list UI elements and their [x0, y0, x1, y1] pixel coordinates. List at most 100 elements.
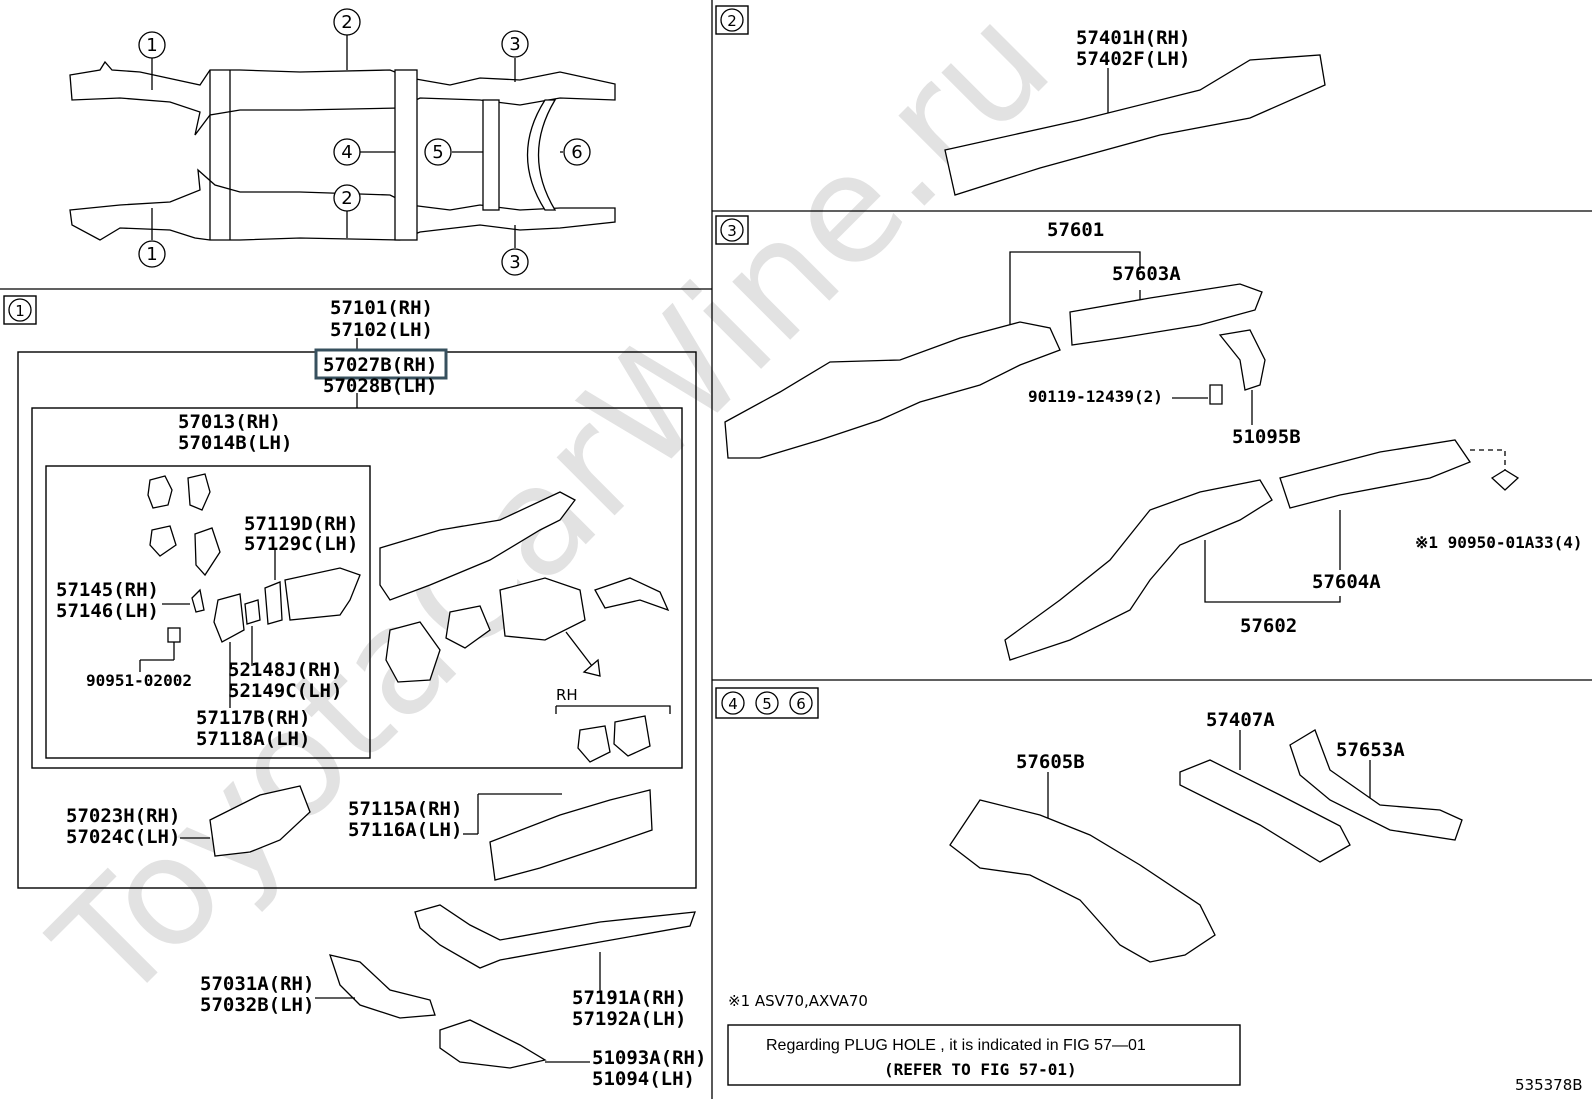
label-57032B[interactable]: 57032B(LH) [200, 994, 314, 1016]
svg-text:1: 1 [15, 302, 25, 320]
label-57115A[interactable]: 57115A(RH) [348, 798, 462, 820]
label-57014B[interactable]: 57014B(LH) [178, 432, 292, 454]
label-52149C[interactable]: 52149C(LH) [228, 680, 342, 702]
rear-floor-member-part [949, 799, 1216, 963]
bracket-part [439, 1019, 547, 1069]
label-51095B[interactable]: 51095B [1232, 426, 1301, 448]
label-57024C[interactable]: 57024C(LH) [66, 826, 180, 848]
svg-text:2: 2 [341, 188, 352, 209]
label-57401H[interactable]: 57401H(RH) [1076, 27, 1190, 49]
bracket-part [1218, 329, 1266, 391]
figure-code: 535378B [1515, 1076, 1583, 1094]
label-57191A[interactable]: 57191A(RH) [572, 987, 686, 1009]
label-57605B[interactable]: 57605B [1016, 751, 1085, 773]
section-3-marker[interactable]: 3 [720, 218, 744, 242]
label-90119[interactable]: 90119-12439(2) [1028, 387, 1163, 406]
plug-hole-note-box [727, 1024, 1241, 1086]
overview-callout-5[interactable]: 5 [424, 138, 452, 166]
overview-callout-1a[interactable]: 1 [138, 31, 166, 59]
overview-callout-1b[interactable]: 1 [138, 240, 166, 268]
svg-text:1: 1 [146, 35, 157, 56]
bracket-part [577, 725, 611, 763]
clip-icon [1490, 469, 1520, 491]
bracket-part [445, 605, 491, 649]
bracket-part [244, 599, 261, 625]
label-57602[interactable]: 57602 [1240, 615, 1297, 637]
overview-callout-3a[interactable]: 3 [501, 30, 529, 58]
bracket-part [385, 621, 441, 683]
upper-rail-shape [69, 60, 616, 136]
bracket-part [191, 588, 205, 613]
label-57102[interactable]: 57102(LH) [330, 319, 433, 341]
apron-rail-part [379, 491, 576, 601]
label-57145[interactable]: 57145(RH) [56, 579, 159, 601]
apron-part [489, 789, 653, 881]
overview-callout-2b[interactable]: 2 [333, 184, 361, 212]
front-side-member-part [1004, 479, 1273, 661]
section-1: 1 57101(RH) 57102(LH) 57027B(RH) 57028B(… [3, 295, 706, 1090]
svg-text:5: 5 [432, 142, 443, 163]
label-57119D[interactable]: 57119D(RH) [244, 513, 358, 535]
arrow-icon [565, 631, 601, 677]
section-2-marker[interactable]: 2 [720, 8, 744, 32]
bracket-part [594, 577, 670, 612]
label-57031A[interactable]: 57031A(RH) [200, 973, 314, 995]
label-57028B[interactable]: 57028B(LH) [323, 375, 437, 397]
overview-callout-3b[interactable]: 3 [501, 248, 529, 276]
label-57101[interactable]: 57101(RH) [330, 297, 433, 319]
svg-text:6: 6 [796, 695, 806, 713]
refer-to-fig-link[interactable]: (REFER TO FIG 57-01) [884, 1060, 1077, 1079]
label-52148J[interactable]: 52148J(RH) [228, 659, 342, 681]
bracket-part [613, 715, 651, 757]
label-57402F[interactable]: 57402F(LH) [1076, 48, 1190, 70]
label-57013[interactable]: 57013(RH) [178, 411, 281, 433]
cross-member-part [1179, 759, 1351, 863]
label-57407A[interactable]: 57407A [1206, 709, 1275, 731]
label-57146[interactable]: 57146(LH) [56, 600, 159, 622]
bolt-icon [1209, 384, 1223, 405]
bracket-part [147, 475, 173, 509]
bracket-part [329, 954, 436, 1019]
overview-callout-2a[interactable]: 2 [333, 8, 361, 36]
label-57603A[interactable]: 57603A [1112, 263, 1181, 285]
section-marker-5[interactable]: 5 [755, 691, 779, 715]
plug-hole-note: Regarding PLUG HOLE , it is indicated in… [766, 1037, 1146, 1054]
section-1-marker[interactable]: 1 [8, 298, 32, 322]
label-57601[interactable]: 57601 [1047, 219, 1104, 241]
label-90950[interactable]: ※1 90950-01A33(4) [1415, 533, 1583, 552]
label-57116A[interactable]: 57116A(LH) [348, 819, 462, 841]
bracket-part [284, 567, 361, 621]
label-rh: RH [556, 686, 578, 704]
rocker-rail-part [414, 904, 696, 969]
bracket-part [149, 525, 177, 557]
bracket-part [213, 593, 245, 643]
label-57117B[interactable]: 57117B(RH) [196, 707, 310, 729]
label-90951[interactable]: 90951-02002 [86, 671, 192, 690]
group-box-57027B [31, 407, 683, 769]
label-57653A[interactable]: 57653A [1336, 739, 1405, 761]
label-57023H[interactable]: 57023H(RH) [66, 805, 180, 827]
svg-text:2: 2 [341, 12, 352, 33]
label-51093A[interactable]: 51093A(RH) [592, 1047, 706, 1069]
section-marker-4[interactable]: 4 [721, 691, 745, 715]
label-57604A[interactable]: 57604A [1312, 571, 1381, 593]
label-57129C[interactable]: 57129C(LH) [244, 533, 358, 555]
plug-part [167, 627, 181, 643]
svg-text:4: 4 [341, 142, 352, 163]
label-57027B[interactable]: 57027B(RH) [323, 354, 437, 376]
frame-overview: 1 2 3 4 5 6 2 1 3 [69, 8, 616, 276]
label-57118A[interactable]: 57118A(LH) [196, 728, 310, 750]
svg-text:6: 6 [571, 142, 582, 163]
highlight-57027B[interactable] [314, 348, 448, 380]
svg-text:1: 1 [146, 244, 157, 265]
section-2: 2 57401H(RH) 57402F(LH) [715, 5, 1326, 196]
label-57192A[interactable]: 57192A(LH) [572, 1008, 686, 1030]
overview-callout-6[interactable]: 6 [563, 138, 591, 166]
svg-text:2: 2 [727, 12, 737, 30]
rocker-inner-panel-part [944, 54, 1326, 196]
cross-member-part [1289, 729, 1463, 841]
overview-callout-4[interactable]: 4 [333, 138, 361, 166]
section-marker-6[interactable]: 6 [789, 691, 813, 715]
label-51094[interactable]: 51094(LH) [592, 1068, 695, 1090]
